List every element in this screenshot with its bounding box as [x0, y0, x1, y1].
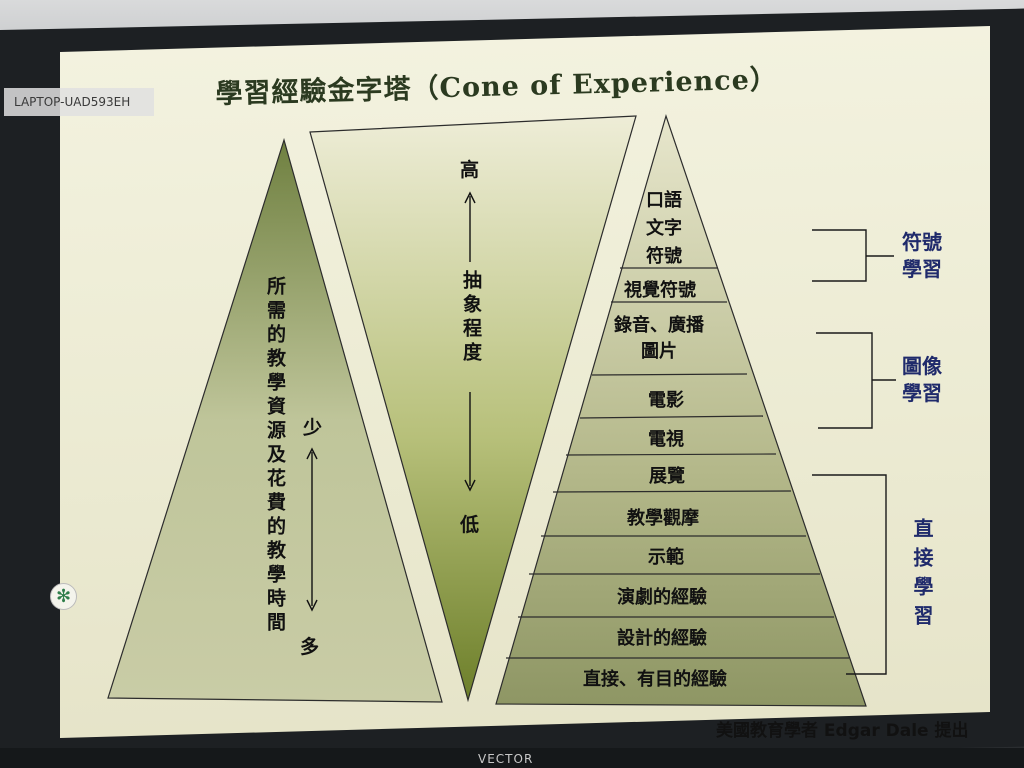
tier-divider — [579, 415, 764, 419]
credit-prefix: 美國教育學者 — [716, 721, 824, 741]
projector-brand: VECTOR — [478, 752, 534, 766]
tier-label: 演劇的經驗 — [617, 587, 707, 608]
left-cone — [107, 137, 443, 703]
tier-label: 錄音、廣播 圖片 — [614, 315, 704, 362]
left-cone-top-label: 少 — [303, 417, 323, 439]
group-label-iconic: 圖像 學習 — [902, 354, 942, 405]
tier-label: 直接、有目的經驗 — [583, 669, 727, 690]
tier-label: 設計的經驗 — [617, 628, 707, 649]
hostname-tag: LAPTOP-UAD593EH — [4, 88, 154, 116]
arrow-head-down — [464, 479, 476, 492]
tier-label: 口語 文字 符號 — [646, 190, 682, 267]
tier-dividers — [506, 267, 849, 659]
tier-label: 展覽 — [649, 466, 685, 487]
arrow-head-up — [464, 191, 476, 204]
tier-divider — [591, 373, 748, 376]
tier-label: 視覺符號 — [624, 280, 696, 301]
credit-suffix: 提出 — [928, 721, 969, 741]
left-cone-label: 所需的教學資源及花費的教學時間 — [264, 276, 286, 636]
projector-edge — [0, 748, 1024, 768]
bracket-image — [816, 332, 873, 429]
group-label-symbolic: 符號 學習 — [902, 230, 942, 281]
middle-cone-bottom-label: 低 — [460, 514, 480, 536]
arrow-head-down — [306, 599, 318, 612]
left-cone-bottom-label: 多 — [300, 636, 320, 658]
bracket-direct — [812, 474, 887, 675]
tier-divider — [565, 453, 777, 456]
group-label-direct: 直接學習 — [910, 518, 934, 634]
tier-label: 教學觀摩 — [627, 508, 699, 529]
arrow-head-up — [306, 447, 318, 460]
credit-name: Edgar Dale — [823, 721, 929, 741]
bracket-symbol — [812, 229, 867, 282]
tier-divider — [552, 490, 792, 493]
credit-line: 美國教育學者 Edgar Dale 提出 — [716, 716, 969, 741]
right-cone — [495, 113, 867, 707]
resource-arrow — [306, 447, 318, 612]
middle-cone-label: 抽象程度 — [460, 270, 482, 366]
middle-cone-top-label: 高 — [460, 159, 480, 181]
middle-cone — [309, 115, 637, 703]
tier-label: 電影 — [648, 390, 684, 411]
tier-label: 電視 — [648, 429, 684, 450]
group-brackets — [812, 229, 896, 675]
abstraction-arrow — [464, 191, 476, 492]
flower-icon[interactable]: ✻ — [50, 583, 77, 610]
tier-label: 示範 — [648, 547, 684, 568]
